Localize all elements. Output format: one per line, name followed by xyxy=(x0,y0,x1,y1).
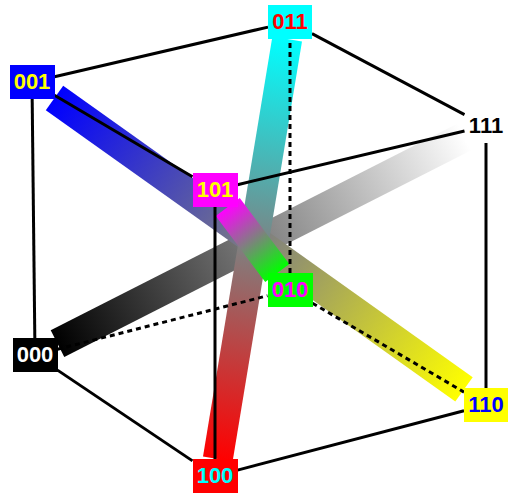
vertex-box: 100 xyxy=(193,459,238,493)
vertex-code: 110 xyxy=(468,394,504,416)
vertex-box: 011 xyxy=(268,5,312,39)
hidden-cube-edge xyxy=(289,39,292,273)
vertex-box: 101 xyxy=(193,173,238,207)
vertex-code: 011 xyxy=(272,11,308,33)
cube-edge xyxy=(238,131,465,185)
hidden-cube-edge xyxy=(58,296,268,350)
vertex-box: 000 xyxy=(13,338,58,372)
vertex-box: 110 xyxy=(464,388,508,422)
color-diagonal-band xyxy=(228,207,278,273)
cube-edge xyxy=(32,99,35,338)
cube-edge xyxy=(58,370,193,461)
vertex-code: 001 xyxy=(14,71,51,93)
cube-edge xyxy=(238,411,465,470)
vertex-code: 000 xyxy=(17,344,54,366)
vertex-box: 111 xyxy=(465,109,508,143)
cube-edge xyxy=(214,207,217,459)
cube-edge xyxy=(312,34,465,115)
vertex-box: 001 xyxy=(10,65,55,99)
cube-edge xyxy=(485,143,488,388)
cube-edge xyxy=(55,95,193,176)
vertex-code: 010 xyxy=(272,279,309,301)
color-diagonal-band xyxy=(218,39,287,459)
vertex-box: 010 xyxy=(268,273,313,307)
vertex-code: 111 xyxy=(469,115,503,137)
hidden-cube-edge xyxy=(313,303,465,392)
vertex-code: 100 xyxy=(197,465,234,487)
vertex-code: 101 xyxy=(197,179,234,201)
cube-edge xyxy=(55,27,269,77)
